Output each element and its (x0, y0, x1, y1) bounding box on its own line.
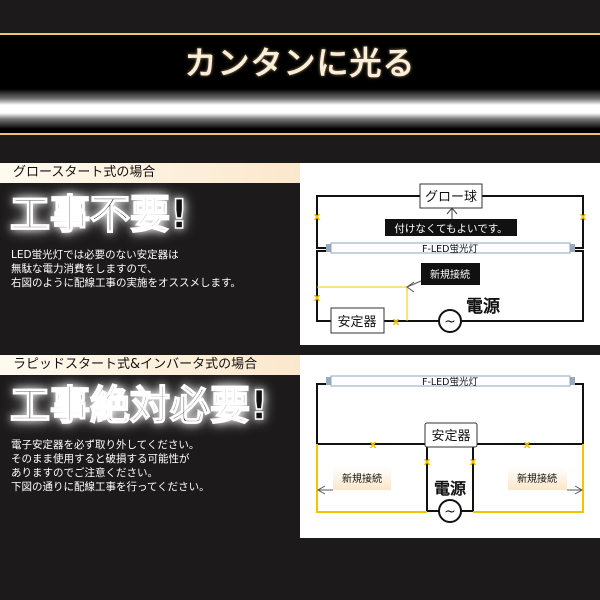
new-connection-box (421, 263, 480, 285)
glow-wiring-diagram: グロー球 付けなくてもよいです。 F-LED蛍光灯 新規接続 安定器 ~ 電源 … (300, 163, 600, 345)
ac-symbol: ~ (444, 314, 456, 330)
wire (316, 250, 331, 322)
note-label: 付けなくてもよいです。 (394, 222, 507, 235)
power-label: 電源 (466, 296, 500, 317)
ac-source-icon (438, 309, 462, 333)
power-label: 電源 (434, 479, 466, 498)
rapid-section-description: 電子安定器を必ず取り外してください。 そのまま使用すると破損する可能性が ありま… (11, 438, 296, 494)
tube-glow (0, 89, 600, 129)
rapid-wiring-diagram: F-LED蛍光灯 安定器 新規接続 新規接続 電源 ~ x x x x (300, 355, 600, 538)
glow-section-headline: 工事不要! (9, 191, 189, 239)
desc-line: 電子安定器を必ず取り外してください。 (11, 439, 200, 451)
wire (316, 383, 425, 445)
glow-section-description: LED蛍光灯では必要のない安定器は 無駄な電力消費をしますので、 右図のように配… (11, 248, 296, 290)
ballast-label: 安定器 (337, 315, 376, 330)
cut-mark-icon: x (392, 315, 399, 328)
hero-title: カンタンに光る (184, 44, 416, 82)
ballast-label: 安定器 (431, 429, 470, 444)
desc-line: 右図のように配線工事の実施をオススメします。 (11, 277, 241, 289)
ac-symbol: ~ (444, 504, 456, 520)
hero-banner: カンタンに光る (0, 33, 600, 135)
cut-mark-icon: x (369, 438, 376, 451)
cut-mark-icon: x (579, 210, 586, 223)
wire (461, 250, 584, 322)
new-connection-label: 新規接続 (517, 472, 557, 485)
new-wire (316, 444, 427, 513)
cut-mark-icon: x (523, 438, 530, 451)
note-box (385, 219, 517, 236)
wire (482, 195, 584, 249)
cut-mark-icon: x (469, 455, 476, 468)
glow-section-banner: グロースタート式の場合 (0, 163, 300, 183)
led-tube (330, 242, 571, 254)
ac-source-icon (438, 499, 462, 523)
cut-mark-icon: x (313, 291, 320, 304)
cut-mark-icon: x (313, 210, 320, 223)
tube-label: F-LED蛍光灯 (422, 243, 479, 255)
desc-line: LED蛍光灯では必要のない安定器は (11, 249, 179, 261)
wire (477, 383, 584, 445)
new-connection-label: 新規接続 (342, 472, 382, 485)
tube-label: F-LED蛍光灯 (422, 376, 479, 388)
cut-mark-icon: x (423, 455, 430, 468)
rapid-section-headline: 工事絶対必要! (9, 382, 269, 430)
new-wire (473, 444, 584, 513)
new-connection-box (508, 467, 567, 490)
desc-line: ありますのでご注意ください。 (11, 467, 158, 479)
glow-lamp-box (419, 183, 483, 209)
ballast-box (330, 307, 385, 334)
new-connection-box (333, 467, 391, 490)
glow-lamp-label: グロー球 (425, 190, 477, 205)
ballast-box (424, 422, 478, 448)
led-tube (330, 375, 571, 387)
wire (316, 195, 420, 249)
desc-line: 下図の通りに配線工事を行ってください。 (11, 481, 210, 493)
rapid-section-banner: ラピッドスタート式&インバータ式の場合 (0, 355, 300, 375)
new-connection-label: 新規接続 (430, 268, 470, 281)
desc-line: そのまま使用すると破損する可能性が (11, 453, 190, 465)
desc-line: 無駄な電力消費をしますので、 (11, 263, 158, 275)
